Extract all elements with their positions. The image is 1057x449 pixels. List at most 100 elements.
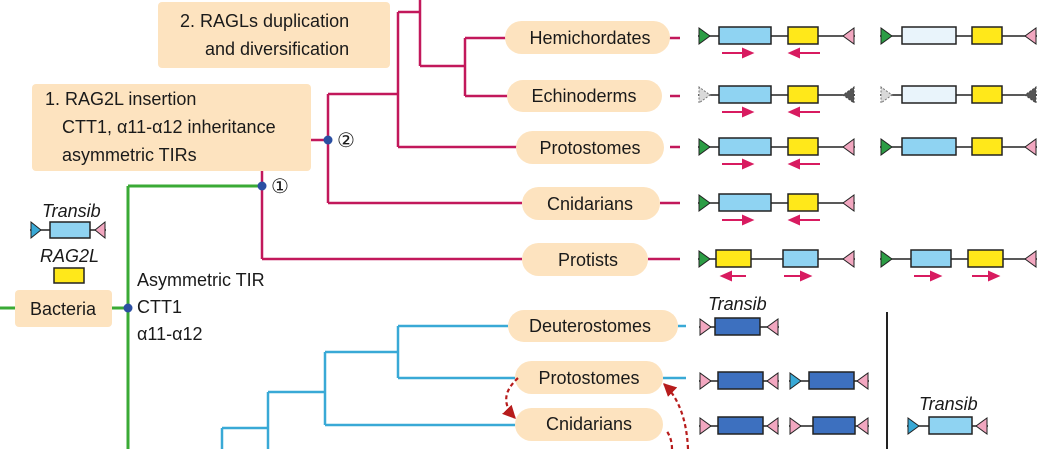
transib-element-protostomes-a — [699, 371, 779, 390]
tir-left-icon — [698, 27, 711, 45]
bacteria-box — [15, 290, 112, 327]
rag1-gene-box — [910, 249, 952, 268]
transib-gene-box — [717, 371, 764, 390]
orientation-arrows — [722, 214, 820, 226]
gene-structure-cnidarians — [698, 193, 855, 226]
tir-right-icon — [766, 417, 779, 435]
clade-pill — [516, 131, 664, 164]
tir-right-icon — [1024, 86, 1037, 104]
rag1-gene-box — [718, 137, 772, 156]
rag1-gene-box — [782, 249, 819, 268]
tir-left-icon — [699, 417, 712, 435]
rag1-gene-box — [718, 26, 772, 45]
tir-right-icon — [842, 86, 855, 104]
transib-clade-cnidarians: Cnidarians — [515, 408, 663, 441]
clade-label: Protostomes — [538, 368, 639, 388]
transib-gene-box — [808, 371, 855, 390]
orientation-arrows — [719, 270, 813, 282]
clade-label: Deuterostomes — [529, 316, 651, 336]
tir-left-icon — [699, 318, 712, 336]
orientation-arrows — [722, 47, 820, 59]
annotation-ancestral: Asymmetric TIR CTT1 α11-α12 — [137, 270, 265, 344]
tir-right-icon — [1024, 138, 1037, 156]
tir-right-icon — [842, 27, 855, 45]
tir-left-icon — [880, 138, 893, 156]
tir-right-icon — [766, 318, 779, 336]
gene-structure-protostomes-b — [880, 137, 1037, 156]
node-2-label: ② — [337, 130, 355, 152]
rag2-gene-box — [715, 249, 752, 268]
transib-element-deuterostomes — [699, 317, 779, 336]
clade-pill — [508, 310, 678, 342]
dashed-transfer-arrow — [665, 429, 674, 449]
rag2-gene-box — [967, 249, 1004, 268]
gene-structure-protists-b — [880, 249, 1037, 282]
orientation-arrows — [722, 158, 820, 170]
transib-left-element — [30, 220, 106, 240]
transib-element-protostomes-b — [789, 371, 869, 390]
tir-left-icon — [789, 372, 802, 390]
orientation-arrows — [914, 270, 1001, 282]
bacteria-label: Bacteria — [30, 299, 97, 319]
rag2-gene-box — [787, 85, 819, 104]
gene-structure-hemichordates-b — [880, 26, 1037, 45]
transib-gene-box — [714, 317, 761, 336]
annotation-text: 2. RAGLs duplication — [180, 11, 349, 31]
node-1 — [257, 181, 267, 191]
tir-left-icon — [880, 27, 893, 45]
annotation-text: α11-α12 — [137, 324, 203, 344]
annotation-rags-duplication: 2. RAGLs duplication and diversification — [158, 2, 390, 68]
rag2-gene-box — [971, 137, 1003, 156]
transib-deut-label: Transib — [708, 294, 767, 314]
tir-right-icon — [1024, 250, 1037, 268]
transib-gene-box — [812, 416, 856, 435]
rag2-gene-box — [787, 193, 819, 212]
rag2-gene-box — [971, 85, 1003, 104]
transib-element-cnidarians-a — [699, 416, 779, 435]
tir-right-icon — [975, 417, 988, 435]
clade-pill — [522, 243, 648, 276]
transib-gene-box — [717, 416, 764, 435]
node-1-label: ① — [271, 176, 289, 198]
tir-left-icon — [30, 220, 42, 240]
node-bacteria — [123, 303, 133, 313]
clade-label: Protostomes — [539, 138, 640, 158]
annotation-text: 1. RAG2L insertion — [45, 89, 196, 109]
clade-pill — [507, 80, 662, 112]
transib-element-right — [907, 416, 988, 435]
clade-label: Echinoderms — [531, 86, 636, 106]
annotation-text: and diversification — [205, 39, 349, 59]
rag-clade-hemichordates: Hemichordates — [505, 21, 670, 54]
gene-structure-echinoderms-b — [880, 85, 1037, 104]
gene-structure-echinoderms-a — [698, 85, 855, 118]
tir-right-icon — [94, 220, 106, 240]
rag2-gene-box — [787, 137, 819, 156]
tir-right-icon — [856, 417, 869, 435]
gene-structure-protostomes-a — [698, 137, 855, 170]
rag2-gene-box — [787, 26, 819, 45]
gene-structure-protists-a — [698, 249, 855, 282]
tir-left-icon — [789, 417, 802, 435]
clade-pill — [515, 408, 663, 441]
rag2-gene-box — [971, 26, 1003, 45]
orientation-arrows — [722, 106, 820, 118]
transib-left-label: Transib — [42, 201, 101, 221]
tir-left-icon — [698, 194, 711, 212]
tir-left-icon — [880, 86, 893, 104]
transib-right-label: Transib — [919, 394, 978, 414]
tir-left-icon — [698, 138, 711, 156]
node-2 — [323, 135, 333, 145]
tir-right-icon — [856, 372, 869, 390]
tir-right-icon — [766, 372, 779, 390]
rag-clade-protists: Protists — [522, 243, 648, 276]
rag1-gene-box — [901, 26, 957, 45]
transib-branches — [220, 324, 686, 449]
tir-left-icon — [698, 86, 711, 104]
clade-label: Cnidarians — [546, 414, 632, 434]
tir-right-icon — [842, 250, 855, 268]
transib-clade-deuterostomes: Deuterostomes — [508, 310, 678, 342]
rag2l-gene-box — [53, 267, 85, 284]
clade-label: Protists — [558, 250, 618, 270]
rag1-gene-box — [901, 85, 957, 104]
